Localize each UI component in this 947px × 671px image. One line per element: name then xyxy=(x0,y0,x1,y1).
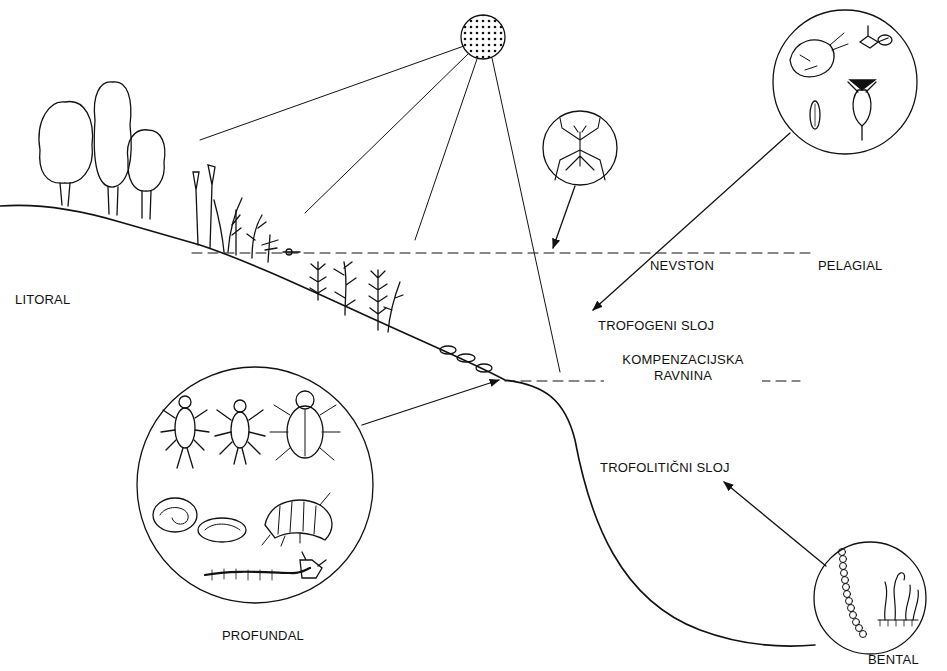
zone-label: TROFOLITIČNI SLOJ xyxy=(600,460,730,476)
zone-label: LITORAL xyxy=(15,292,70,308)
zone-label: PROFUNDAL xyxy=(222,628,304,644)
zone-label: BENTAL xyxy=(868,652,919,668)
zone-label: TROFOGENI SLOJ xyxy=(598,318,714,334)
zone-label: KOMPENZACIJSKA RAVNINA xyxy=(604,352,762,384)
zone-label: NEVSTON xyxy=(650,258,714,274)
zone-label: PELAGIAL xyxy=(818,258,882,274)
